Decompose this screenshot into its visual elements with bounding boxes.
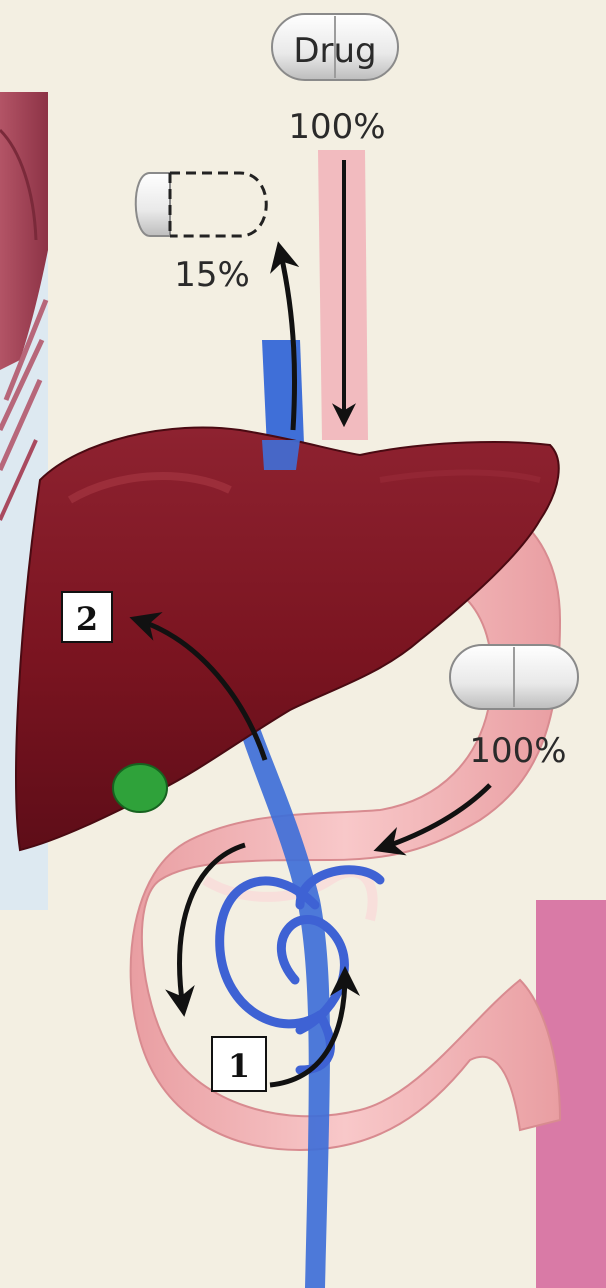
drug-percent: 100% (288, 107, 385, 147)
drug-label: Drug (293, 31, 376, 71)
hepatic-vein (262, 440, 300, 470)
portal-vein (232, 700, 330, 1288)
dashed-capsule-icon (136, 173, 267, 236)
step-1-label: 1 (228, 1047, 250, 1085)
arrow-gut-loop (180, 845, 245, 1008)
step-1-box: 1 (212, 1037, 266, 1091)
systemic-percent: 15% (174, 255, 250, 295)
gallbladder (113, 764, 167, 812)
step-2-box: 2 (62, 592, 112, 642)
tablet-icon (450, 645, 578, 709)
step-2-label: 2 (76, 600, 98, 638)
oral-percent: 100% (469, 731, 566, 771)
